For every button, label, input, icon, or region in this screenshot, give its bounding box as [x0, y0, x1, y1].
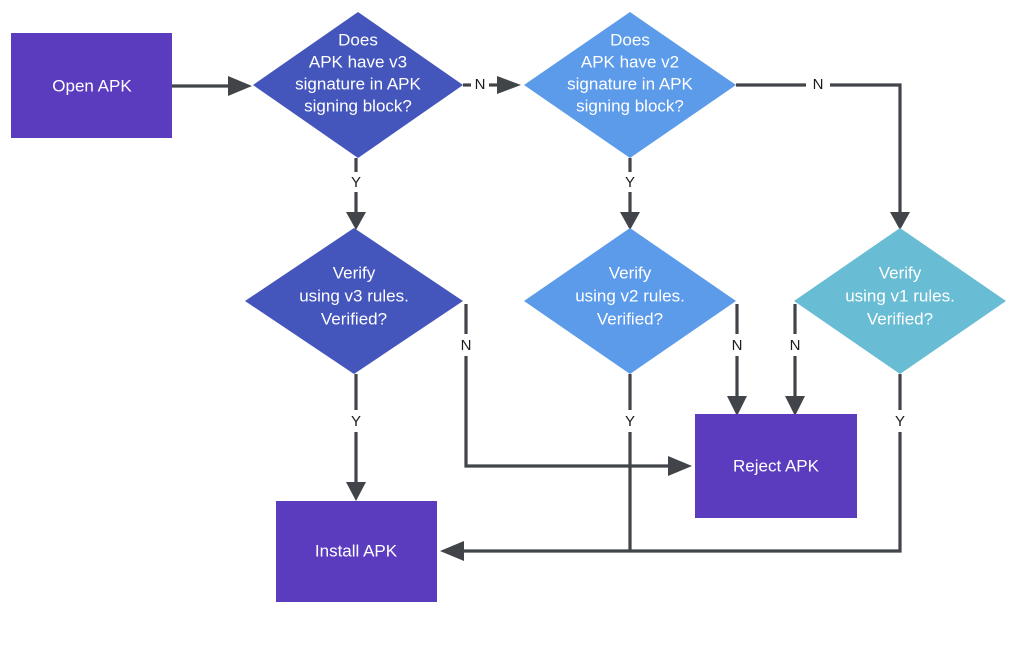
arrow-head-verify-v1-no-to-reject	[785, 396, 805, 416]
has-v3-label-line-4: signing block?	[304, 96, 412, 115]
node-reject-apk[interactable]: Reject APK	[695, 414, 857, 518]
node-verify-v1[interactable]: Verify using v1 rules. Verified?	[794, 228, 1006, 374]
open-apk-rect[interactable]	[11, 33, 172, 138]
edge-verify-v1-yes-to-install-b	[464, 432, 902, 553]
arrow-head-verify-v1-yes-to-install	[440, 541, 464, 561]
edge-label-has-v2-no: N	[813, 76, 824, 93]
edge-label-verify-v2-yes: Y	[625, 413, 635, 430]
node-verify-v2[interactable]: Verify using v2 rules. Verified?	[524, 228, 736, 374]
verify-v3-label-line-1: Verify	[333, 263, 376, 282]
has-v3-diamond[interactable]	[253, 12, 463, 158]
verify-v1-label-line-2: using v1 rules.	[845, 286, 955, 305]
arrow-head-has-v2-no-to-verify-v1	[890, 212, 910, 230]
open-apk-label: Open APK	[52, 76, 132, 95]
arrow-head-has-v3-yes-to-verify-v3	[346, 212, 366, 230]
has-v2-diamond[interactable]	[524, 12, 736, 158]
edge-label-has-v2-yes: Y	[625, 174, 635, 191]
verify-v1-diamond[interactable]	[794, 228, 1006, 374]
node-has-v2[interactable]: Does APK have v2 signature in APK signin…	[524, 12, 736, 158]
verify-v1-label-line-3: Verified?	[867, 309, 933, 328]
arrow-head-verify-v3-yes-to-install	[346, 482, 366, 501]
arrow-head-verify-v2-no-to-reject	[727, 396, 747, 416]
node-verify-v3[interactable]: Verify using v3 rules. Verified?	[245, 228, 463, 374]
edge-label-has-v3-yes: Y	[351, 174, 361, 191]
has-v3-label-line-1: Does	[338, 30, 378, 49]
verify-v1-label-line-1: Verify	[879, 263, 922, 282]
node-open-apk[interactable]: Open APK	[11, 33, 172, 138]
arrow-head-has-v2-yes-to-verify-v2	[620, 212, 640, 230]
install-apk-label: Install APK	[315, 541, 398, 560]
has-v2-label-line-4: signing block?	[576, 96, 684, 115]
node-install-apk[interactable]: Install APK	[276, 501, 437, 602]
node-layer: Open APK Does APK have v3 signature in A…	[11, 12, 1006, 602]
reject-apk-rect[interactable]	[695, 414, 857, 518]
edge-label-verify-v2-no: N	[732, 337, 743, 354]
verify-v2-label-line-2: using v2 rules.	[575, 286, 685, 305]
edge-label-verify-v3-no: N	[461, 337, 472, 354]
arrow-head-has-v3-no-to-has-v2	[497, 76, 521, 94]
install-apk-rect[interactable]	[276, 501, 437, 602]
has-v3-label-line-3: signature in APK	[295, 74, 421, 93]
verify-v3-label-line-2: using v3 rules.	[299, 286, 409, 305]
reject-apk-label: Reject APK	[733, 456, 820, 475]
edge-has-v2-no-to-verify-v1-b	[830, 83, 902, 212]
verify-v3-label-line-3: Verified?	[321, 309, 387, 328]
has-v2-label-line-1: Does	[610, 30, 650, 49]
has-v2-label-line-3: signature in APK	[567, 74, 693, 93]
node-has-v3[interactable]: Does APK have v3 signature in APK signin…	[253, 12, 463, 158]
has-v2-label-line-2: APK have v2	[581, 52, 679, 71]
arrow-head-open-apk-to-has-v3	[228, 76, 252, 96]
edge-label-has-v3-no: N	[475, 76, 486, 93]
edge-label-layer: N Y N Y N Y N Y N Y	[351, 76, 905, 430]
edge-label-verify-v1-no: N	[790, 337, 801, 354]
edge-verify-v3-no-to-reject-b	[464, 356, 668, 468]
edge-label-verify-v3-yes: Y	[351, 413, 361, 430]
has-v3-label-line-2: APK have v3	[309, 52, 407, 71]
verify-v2-label-line-1: Verify	[609, 263, 652, 282]
verify-v2-diamond[interactable]	[524, 228, 736, 374]
verify-v3-diamond[interactable]	[245, 228, 463, 374]
connector-layer	[172, 76, 910, 561]
edge-label-verify-v1-yes: Y	[895, 413, 905, 430]
verify-v2-label-line-3: Verified?	[597, 309, 663, 328]
arrow-head-verify-v3-no-to-reject	[668, 456, 692, 476]
